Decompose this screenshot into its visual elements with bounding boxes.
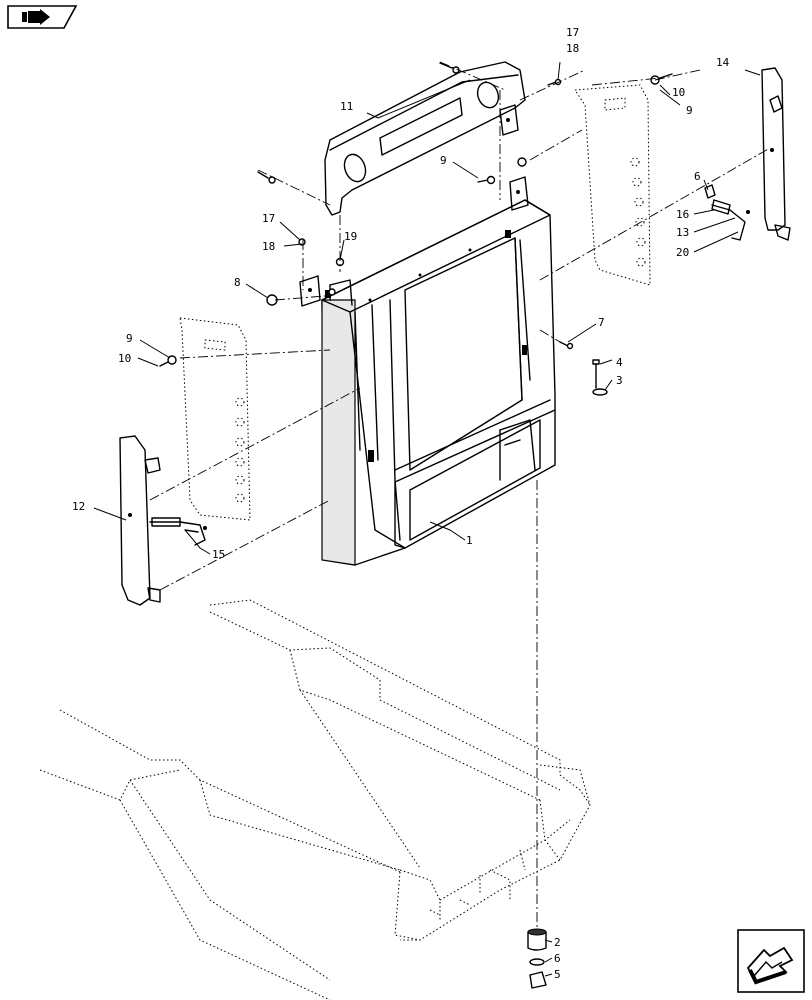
callout-5: 5 (554, 968, 561, 981)
callout-1: 1 (466, 534, 473, 547)
callout-17-top: 17 (566, 26, 579, 39)
latch-left (149, 517, 207, 546)
center-lines (149, 61, 771, 930)
callout-9-right: 9 (686, 104, 693, 117)
callout-20: 20 (676, 246, 689, 259)
callout-4: 4 (616, 356, 623, 369)
callout-6-right: 6 (694, 170, 701, 183)
callout-10-right: 10 (672, 86, 685, 99)
callout-7: 7 (598, 316, 605, 329)
callout-9-centre: 9 (440, 154, 447, 167)
callout-9-left: 9 (126, 332, 133, 345)
callout-11: 11 (340, 100, 353, 113)
ghost-panel-left (179, 317, 251, 521)
right-side-cover (761, 67, 791, 241)
chassis-frame (39, 599, 591, 1000)
top-cover-panel (324, 61, 526, 216)
leader-lines (93, 61, 761, 977)
latch-right (704, 184, 750, 241)
callout-13: 13 (676, 226, 689, 239)
callout-19: 19 (344, 230, 357, 243)
callout-15: 15 (212, 548, 225, 561)
left-side-cover (119, 435, 161, 606)
callout-labels: 1 2 3 4 5 6 6 7 8 9 9 9 10 10 11 12 13 1… (72, 26, 730, 981)
callout-14: 14 (716, 56, 730, 69)
callout-3: 3 (616, 374, 623, 387)
book-arrow-icon[interactable] (6, 4, 78, 30)
ghost-panel-right (574, 84, 651, 286)
callout-8: 8 (234, 276, 241, 289)
callout-18-left: 18 (262, 240, 275, 253)
callout-2: 2 (554, 936, 561, 949)
callout-18-top: 18 (566, 42, 579, 55)
hardware (159, 62, 673, 989)
callout-10-left: 10 (118, 352, 131, 365)
callout-6-bottom: 6 (554, 952, 561, 965)
main-frame-assembly (321, 199, 556, 566)
callout-16: 16 (676, 208, 689, 221)
callout-12: 12 (72, 500, 85, 513)
next-page-arrow-icon[interactable] (736, 928, 806, 994)
callout-17-left: 17 (262, 212, 275, 225)
